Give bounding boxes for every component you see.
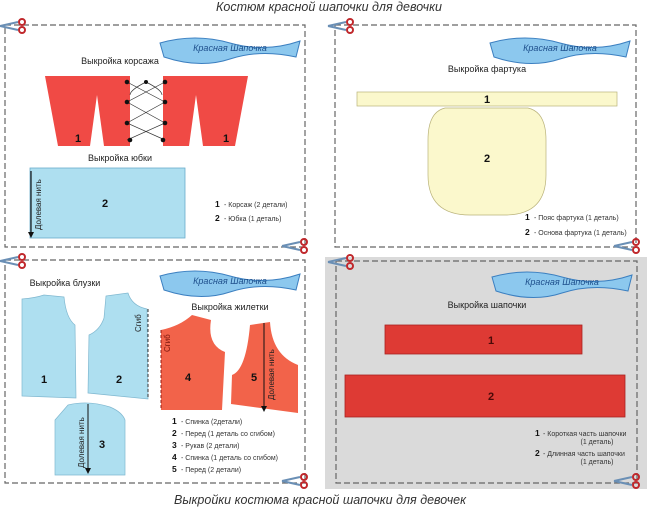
legend-subtext: (1 деталь) (581, 439, 614, 446)
legend-text: - Перед (2 детали) (181, 467, 241, 474)
blouse-back-piece (21, 294, 77, 399)
scissors-icon (613, 238, 640, 254)
scissors-icon (0, 18, 26, 34)
apron-waistband (356, 91, 618, 107)
legend-text: - Юбка (1 деталь) (224, 215, 281, 223)
scissors-icon (281, 238, 308, 254)
grain-label: Долевая нить (267, 349, 276, 400)
blouse-front-piece (87, 292, 149, 400)
bodice-piece-left (45, 76, 130, 146)
legend-subtext: (1 деталь) (581, 459, 614, 466)
panel-corset: Красная Шапочка Выкройка корсажа 1 1 Вык… (0, 18, 308, 254)
cut-frame (4, 24, 306, 248)
legend-num: 1 (535, 428, 540, 438)
apron-title: Выкройка фартука (448, 64, 526, 74)
ribbon-label: Красная Шапочка (193, 276, 267, 286)
piece-label: 2 (484, 153, 490, 165)
piece-label: 4 (185, 372, 192, 384)
top-caption: Костюм красной шапочки для девочки (216, 0, 442, 14)
piece-label: 1 (75, 133, 81, 145)
panel-hat: Красная Шапочка Выкройка шапочки 1 2 1 -… (325, 254, 647, 489)
hat-short-piece (384, 324, 583, 355)
legend-text: - Корсаж (2 детали) (224, 202, 287, 209)
ribbon-label: Красная Шапочка (193, 43, 267, 53)
grain-label: Долевая нить (77, 417, 86, 468)
piece-label: 3 (99, 439, 105, 451)
scissors-icon (281, 473, 308, 489)
legend-num: 2 (215, 213, 220, 223)
legend-text: - Пояс фартука (1 деталь) (534, 215, 619, 222)
piece-label: 5 (251, 372, 257, 384)
legend-text: - Рукав (2 детали) (181, 443, 239, 450)
cut-frame (4, 259, 306, 484)
piece-label: 1 (488, 335, 494, 347)
piece-label: 1 (223, 133, 229, 145)
legend-num: 1 (215, 199, 220, 209)
fold-label: Сгиб (134, 314, 143, 332)
sleeve-piece (54, 402, 126, 476)
ribbon-label: Красная Шапочка (523, 43, 597, 53)
legend-text: - Длинная часть шапочки (543, 451, 625, 458)
piece-label: 2 (116, 374, 122, 386)
legend-num: 1 (525, 212, 530, 222)
fold-label: Сгиб (163, 334, 172, 352)
piece-label: 2 (102, 198, 108, 210)
lacing (126, 81, 166, 141)
piece-label: 1 (484, 94, 490, 106)
piece-label: 1 (41, 374, 47, 386)
blouse-title: Выкройка блузки (30, 278, 101, 288)
vest-back-piece (161, 315, 225, 410)
legend-num: 2 (172, 428, 177, 438)
panel-blouse-vest: Выкройка блузки Сгиб 1 2 Долевая нить 3 … (0, 253, 308, 489)
legend: 1 - Спинка (2детали) 2 - Перед (1 деталь… (172, 416, 278, 474)
bodice-title: Выкройка корсажа (81, 56, 159, 66)
hat-title: Выкройка шапочки (448, 300, 527, 310)
skirt-piece (29, 167, 186, 239)
legend-text: - Основа фартука (1 деталь) (534, 230, 627, 237)
legend-num: 3 (172, 440, 177, 450)
bottom-caption: Выкройки костюма красной шапочки для дев… (174, 493, 467, 507)
bodice-piece-right (163, 76, 248, 146)
legend-text: - Перед (1 деталь со сгибом) (181, 430, 275, 438)
legend-num: 5 (172, 464, 177, 474)
legend-text: - Короткая часть шапочки (543, 431, 627, 438)
legend-num: 2 (525, 227, 530, 237)
skirt-title: Выкройка юбки (88, 153, 152, 163)
scissors-icon (0, 253, 26, 269)
ribbon-label: Красная Шапочка (525, 277, 599, 287)
legend-text: - Спинка (1 деталь со сгибом) (181, 454, 278, 462)
vest-title: Выкройка жилетки (191, 302, 268, 312)
panel-apron: Красная Шапочка Выкройка фартука 1 2 1 -… (327, 18, 640, 254)
legend-num: 1 (172, 416, 177, 426)
apron-body (427, 107, 547, 216)
hat-long-piece (344, 374, 626, 418)
grain-label: Долевая нить (34, 179, 43, 230)
legend-num: 2 (535, 448, 540, 458)
piece-label: 2 (488, 391, 494, 403)
gray-background (325, 257, 647, 489)
legend-num: 4 (172, 452, 177, 462)
legend-text: - Спинка (2детали) (181, 419, 242, 426)
scissors-icon (327, 18, 354, 34)
